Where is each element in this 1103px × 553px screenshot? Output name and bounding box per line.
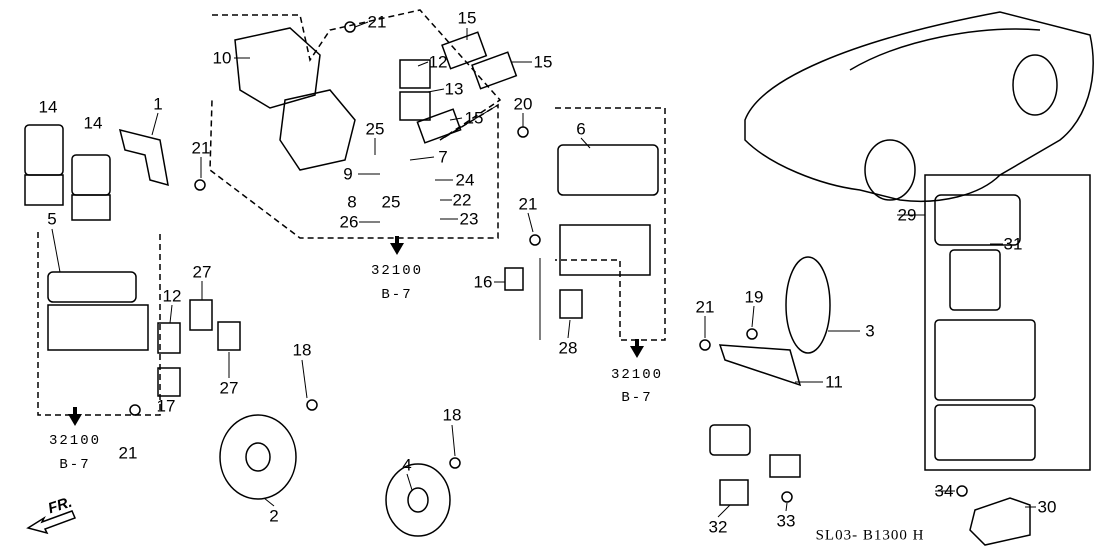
callout: 14 [38, 97, 58, 117]
screw-icons [129, 21, 968, 503]
callout: 20 [513, 94, 533, 114]
callout: 1 [153, 94, 163, 114]
callout: 21 [367, 12, 387, 32]
callout: 29 [897, 205, 917, 225]
callout: 25 [365, 119, 385, 139]
group-outlines [37, 9, 666, 416]
callout: 21 [695, 297, 715, 317]
callout: 7 [438, 147, 448, 167]
callout: 32 [708, 517, 728, 537]
callout: 4 [402, 455, 412, 475]
callout: 6 [576, 119, 586, 139]
callout: 5 [47, 209, 57, 229]
callout: 15 [533, 52, 553, 72]
callout: 12 [428, 52, 448, 72]
ref-page: B-7 [621, 390, 653, 406]
callout: 15 [464, 108, 484, 128]
callout: 12 [162, 286, 182, 306]
callout: 16 [473, 272, 493, 292]
callout: 21 [191, 138, 211, 158]
arrow-down-icons [68, 236, 644, 426]
leader-lines [51, 21, 1036, 518]
ref-code: 32100 [610, 367, 664, 383]
callout: 25 [381, 192, 401, 212]
callout: 22 [452, 190, 472, 210]
callout: 18 [292, 340, 312, 360]
callout: 27 [192, 262, 212, 282]
callout: 31 [1003, 234, 1023, 254]
callout: 9 [343, 164, 353, 184]
callout: 30 [1037, 497, 1057, 517]
callout: 11 [825, 372, 843, 392]
callout: 13 [444, 79, 464, 99]
callout: 14 [83, 113, 103, 133]
callout: 8 [347, 192, 357, 212]
ref-code: 32100 [370, 263, 424, 279]
car-outline [744, 11, 1094, 203]
callout: 28 [558, 338, 578, 358]
callout: 34 [934, 481, 954, 501]
callout: 21 [518, 194, 538, 214]
callout: 21 [118, 443, 138, 463]
ref-page: B-7 [381, 287, 413, 303]
callout: 23 [459, 209, 479, 229]
callout: 24 [455, 170, 475, 190]
ref-page: B-7 [59, 457, 91, 473]
front-arrow-icon [26, 510, 77, 535]
part-shapes [24, 21, 1036, 546]
callout: 33 [776, 511, 796, 531]
diagram-code: SL03- B1300 H [815, 527, 925, 544]
callout: 15 [457, 8, 477, 28]
callout: 18 [442, 405, 462, 425]
callout: 2 [269, 506, 279, 526]
callout: 26 [339, 212, 359, 232]
callout: 27 [219, 378, 239, 398]
callout: 10 [212, 48, 232, 68]
ref-code: 32100 [48, 433, 102, 449]
callout: 17 [156, 396, 176, 416]
callout: 19 [744, 287, 764, 307]
callout: 3 [865, 321, 875, 341]
